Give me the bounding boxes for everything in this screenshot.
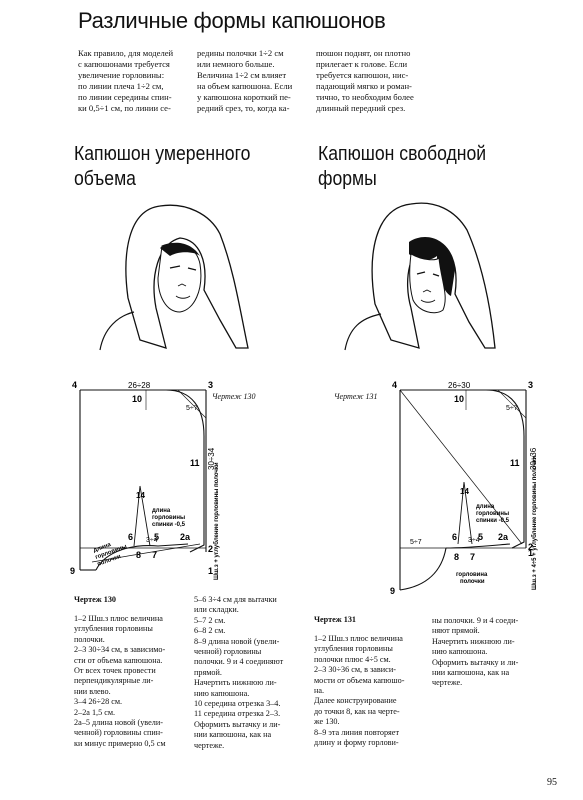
drawing-130-point-2: 2	[208, 544, 213, 554]
drawing-130-caption: Чертеж 130	[212, 392, 256, 401]
illustration-moderate-hood	[99, 204, 249, 351]
page-number: 95	[547, 777, 557, 788]
drawing-131-point-2a: 2a	[498, 532, 509, 542]
drawing-131-shoulder-label: Шш.з + 4÷5 + углубление горловины полочк…	[531, 455, 538, 590]
svg-text:полочки: полочки	[460, 579, 485, 585]
intro-column-1: Как правило, для моделей с капюшонами тр…	[78, 48, 174, 113]
svg-text:горловины: горловины	[476, 511, 509, 517]
section-title-loose-hood: Капюшон свободной формы	[318, 143, 487, 190]
drawing-131-front-label: горловина	[456, 572, 488, 578]
drawing-131-point-2: 2	[528, 542, 533, 552]
instructions-130-column-2: 5–6 3÷4 см для вытачки или складки. 5–7 …	[194, 595, 284, 750]
intro-column-2: редины полочки 1÷2 см или немного больше…	[197, 48, 293, 113]
drawing-130-side-measure: 30÷34	[207, 447, 216, 470]
page-title: Различные формы капюшонов	[78, 8, 386, 33]
drawing-130-point-10: 10	[132, 394, 142, 404]
instructions-131-heading: Чертеж 131	[314, 615, 357, 624]
drawing-130-point-9: 9	[70, 566, 75, 576]
instructions-130-heading: Чертеж 130	[74, 595, 117, 604]
drawing-131-point-5: 5	[478, 532, 483, 542]
svg-text:спинки -0,5: спинки -0,5	[152, 522, 186, 528]
drawing-130-point-11: 11	[190, 458, 200, 468]
drawing-130-small-measure: 3÷4	[146, 537, 158, 544]
drawing-131-diag-measure: 5÷7	[506, 405, 518, 412]
drawing-131-caption: Чертеж 131	[334, 392, 378, 401]
drawing-130-point-2a: 2a	[180, 532, 191, 542]
drawing-130-diag-measure: 5÷7	[186, 405, 198, 412]
drawing-131-point-10: 10	[454, 394, 464, 404]
instructions-131-column-2: ны полочки. 9 и 4 соеди- няют прямой. На…	[432, 616, 519, 688]
drawing-130-point-4: 4	[72, 380, 77, 390]
drawing-131-point-7: 7	[470, 552, 475, 562]
instructions-130-column-1: 1–2 Шш.з плюс величина углубления горлов…	[74, 614, 166, 748]
pattern-drawing-130: 26÷28 5÷7 30÷34 3÷4 4 10 3 11 14 6 5 2a …	[70, 380, 220, 580]
drawing-130-point-1: 1	[208, 566, 213, 576]
drawing-131-point-8: 8	[454, 552, 459, 562]
drawing-131-point-4: 4	[392, 380, 397, 390]
drawing-130-point-5: 5	[154, 532, 159, 542]
drawing-131-point-11: 11	[510, 458, 520, 468]
drawing-130-point-6: 6	[128, 532, 133, 542]
drawing-131-point-3: 3	[528, 380, 533, 390]
intro-column-3: пюшон поднят, он плотно прилегает к голо…	[316, 48, 414, 113]
drawing-130-point-7: 7	[152, 550, 157, 560]
drawing-131-point-1: 1	[528, 548, 533, 558]
svg-text:горловины: горловины	[152, 515, 185, 521]
section-title-moderate-hood: Капюшон умеренного объема	[74, 143, 251, 190]
drawing-130-point-8: 8	[136, 550, 141, 560]
drawing-131-point-6: 6	[452, 532, 457, 542]
drawing-130-point-14: 14	[136, 491, 145, 500]
instructions-131-column-1: 1–2 Шш.з плюс величина углубления горлов…	[314, 634, 405, 748]
svg-text:спинки -0,5: спинки -0,5	[476, 518, 510, 524]
drawing-131-side-measure: 30÷36	[529, 447, 538, 470]
drawing-131-neck-label: длина	[476, 504, 495, 510]
drawing-131-small-measure: 5÷7	[410, 539, 422, 546]
illustration-loose-hood	[344, 202, 496, 351]
drawing-131-point-14: 14	[460, 487, 469, 496]
pattern-drawing-131: 26÷30 5÷7 30÷36 5÷7 3÷4 4 10 3 11 14 6 5…	[390, 380, 538, 596]
drawing-130-point-3: 3	[208, 380, 213, 390]
drawing-131-point-9: 9	[390, 586, 395, 596]
drawing-131-top-measure: 26÷30	[448, 381, 471, 390]
drawing-131-small-measure-2: 3÷4	[468, 537, 480, 544]
drawing-130-neck-label: длина	[152, 508, 171, 514]
drawing-130-top-measure: 26÷28	[128, 381, 151, 390]
drawing-130-shoulder-label: Шш.з + углубление горловины полочки	[213, 462, 220, 580]
